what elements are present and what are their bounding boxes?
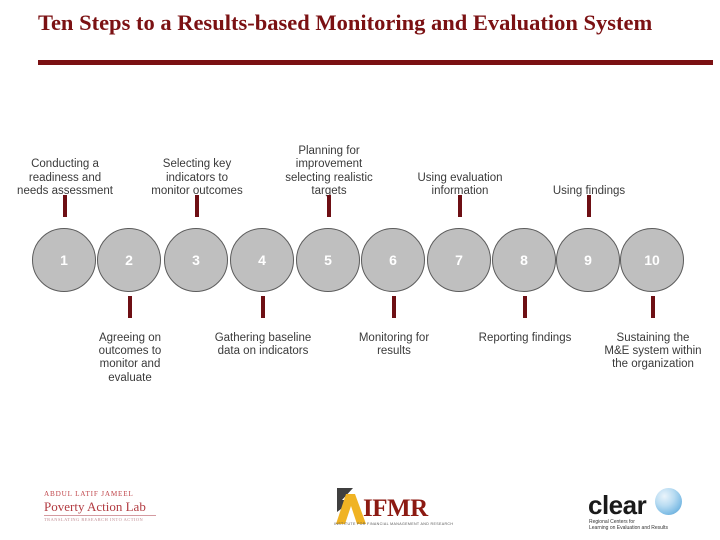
clear-subtitle-line2: Learning on Evaluation and Results bbox=[589, 525, 668, 532]
step-10-tick-icon bbox=[651, 296, 655, 318]
step-1-circle[interactable]: 1 bbox=[32, 228, 96, 292]
clear-wordmark: clear bbox=[588, 490, 647, 520]
step-4-circle[interactable]: 4 bbox=[230, 228, 294, 292]
step-3-number: 3 bbox=[192, 252, 200, 268]
step-5-tick-icon bbox=[327, 195, 331, 217]
step-8-label: Reporting findings bbox=[478, 332, 572, 344]
step-2-tick-icon bbox=[128, 296, 132, 318]
step-5-circle[interactable]: 5 bbox=[296, 228, 360, 292]
step-3[interactable]: Selecting key indicators to monitor outc… bbox=[147, 100, 247, 420]
step-4[interactable]: 4 Gathering baseline data on indicators bbox=[213, 100, 313, 420]
step-8-tick-icon bbox=[523, 296, 527, 318]
step-3-label: Selecting key indicators to monitor outc… bbox=[151, 158, 243, 197]
step-5[interactable]: Planning for improvement selecting reali… bbox=[279, 100, 379, 420]
step-9[interactable]: Using findings 9 bbox=[539, 100, 639, 420]
step-8[interactable]: 8 Reporting findings bbox=[475, 100, 575, 420]
timeline-diagram: Conducting a readiness and needs assessm… bbox=[0, 100, 720, 420]
jpal-logo-line1: ABDUL LATIF JAMEEL bbox=[44, 490, 134, 498]
step-10-label: Sustaining the M&E system within the org… bbox=[604, 332, 702, 371]
step-8-circle[interactable]: 8 bbox=[492, 228, 556, 292]
step-10-number: 10 bbox=[644, 252, 660, 268]
step-2-circle[interactable]: 2 bbox=[97, 228, 161, 292]
step-5-number: 5 bbox=[324, 252, 332, 268]
ifmr-wordmark: IFMR bbox=[363, 495, 428, 522]
footer-logo-bar: ABDUL LATIF JAMEEL Poverty Action Lab TR… bbox=[0, 478, 720, 540]
step-6-circle[interactable]: 6 bbox=[361, 228, 425, 292]
step-9-circle[interactable]: 9 bbox=[556, 228, 620, 292]
step-7-tick-icon bbox=[458, 195, 462, 217]
page-title: Ten Steps to a Results-based Monitoring … bbox=[38, 10, 653, 35]
step-4-number: 4 bbox=[258, 252, 266, 268]
jpal-logo-divider bbox=[44, 515, 156, 516]
step-6[interactable]: 6 Monitoring for results bbox=[344, 100, 444, 420]
step-6-number: 6 bbox=[389, 252, 397, 268]
step-2[interactable]: 2 Agreeing on outcomes to monitor and ev… bbox=[80, 100, 180, 420]
step-4-tick-icon bbox=[261, 296, 265, 318]
step-9-tick-icon bbox=[587, 195, 591, 217]
step-9-number: 9 bbox=[584, 252, 592, 268]
title-block: Ten Steps to a Results-based Monitoring … bbox=[38, 10, 698, 35]
step-4-label: Gathering baseline data on indicators bbox=[214, 332, 312, 358]
step-10[interactable]: 10 Sustaining the M&E system within the … bbox=[603, 100, 703, 420]
step-2-number: 2 bbox=[125, 252, 133, 268]
title-underline-rule bbox=[38, 60, 713, 65]
step-7-number: 7 bbox=[455, 252, 463, 268]
step-2-label: Agreeing on outcomes to monitor and eval… bbox=[98, 332, 162, 384]
step-7-circle[interactable]: 7 bbox=[427, 228, 491, 292]
ifmr-mark-icon bbox=[336, 488, 366, 524]
step-7-label: Using evaluation information bbox=[417, 171, 503, 197]
globe-icon bbox=[655, 488, 682, 515]
step-1-tick-icon bbox=[63, 195, 67, 217]
step-9-label: Using findings bbox=[552, 184, 626, 197]
step-10-circle[interactable]: 10 bbox=[620, 228, 684, 292]
jpal-logo-tagline: TRANSLATING RESEARCH INTO ACTION bbox=[44, 517, 144, 522]
step-7[interactable]: Using evaluation information 7 bbox=[410, 100, 510, 420]
clear-logo: clear Regional Centers for Learning on E… bbox=[588, 488, 708, 536]
step-1-number: 1 bbox=[60, 252, 68, 268]
step-3-circle[interactable]: 3 bbox=[164, 228, 228, 292]
step-1-label: Conducting a readiness and needs assessm… bbox=[17, 158, 113, 197]
jpal-logo: ABDUL LATIF JAMEEL Poverty Action Lab TR… bbox=[44, 490, 162, 523]
ifmr-logo: IFMR INSTITUTE FOR FINANCIAL MANAGEMENT … bbox=[333, 486, 453, 532]
ifmr-logo-tagline: INSTITUTE FOR FINANCIAL MANAGEMENT AND R… bbox=[334, 522, 454, 526]
step-5-label: Planning for improvement selecting reali… bbox=[285, 145, 373, 197]
step-6-tick-icon bbox=[392, 296, 396, 318]
step-3-tick-icon bbox=[195, 195, 199, 217]
step-6-label: Monitoring for results bbox=[358, 332, 430, 358]
jpal-logo-line2: Poverty Action Lab bbox=[44, 499, 146, 514]
step-1[interactable]: Conducting a readiness and needs assessm… bbox=[15, 100, 115, 420]
step-8-number: 8 bbox=[520, 252, 528, 268]
clear-logo-subtitle: Regional Centers for Learning on Evaluat… bbox=[589, 519, 668, 532]
clear-subtitle-line1: Regional Centers for bbox=[589, 519, 635, 525]
